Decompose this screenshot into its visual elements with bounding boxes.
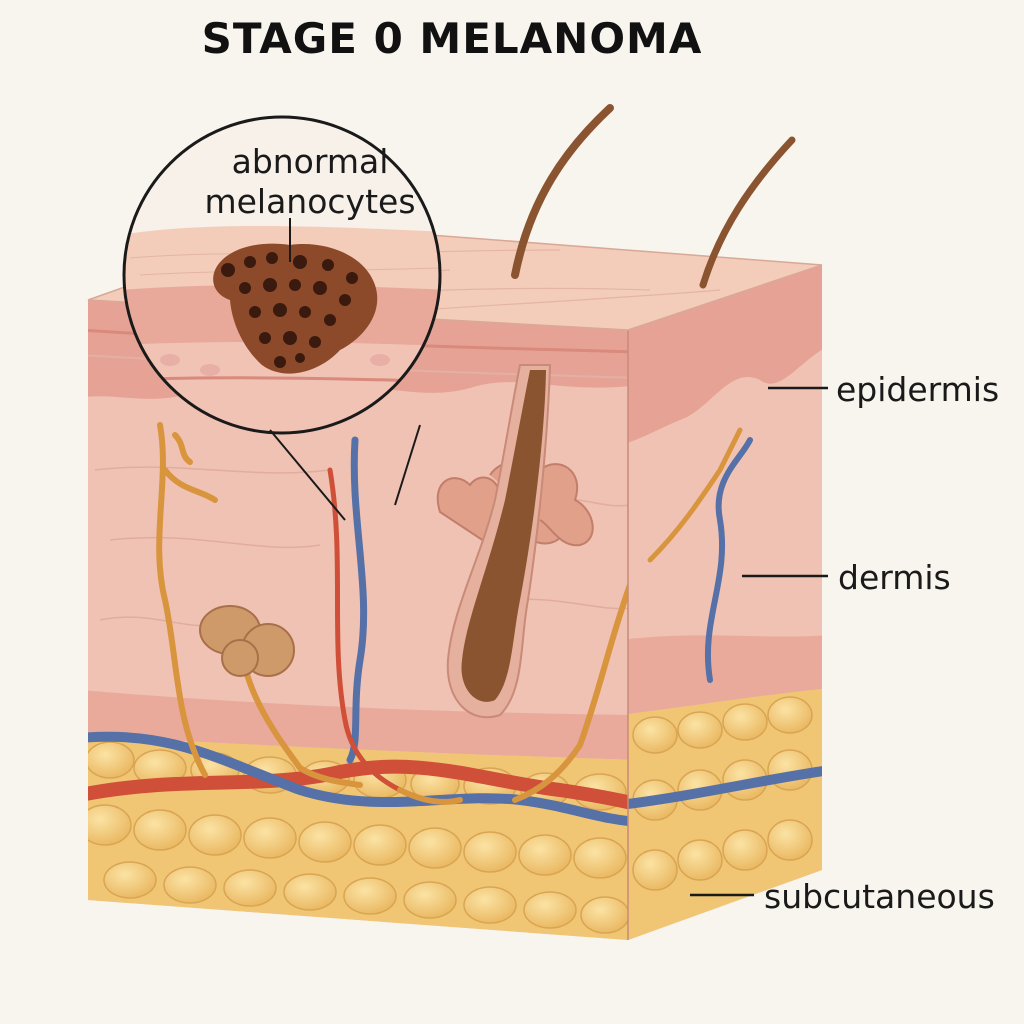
magnified-callout — [122, 115, 442, 521]
callout-label-line2: melanocytes — [204, 182, 416, 221]
dermis-label: dermis — [838, 558, 951, 597]
diagram-title: STAGE 0 MELANOMA — [201, 14, 703, 63]
side-face — [628, 265, 822, 940]
callout-label-line1: abnormal — [231, 142, 389, 181]
subcutaneous-label: subcutaneous — [764, 877, 995, 916]
sweat-gland — [199, 605, 295, 677]
callout-label: abnormal melanocytes — [150, 142, 470, 222]
abnormal-melanocytes-lesion — [213, 243, 378, 374]
hair-shafts — [511, 104, 796, 289]
epidermis-label: epidermis — [836, 370, 1000, 409]
hair-follicle — [436, 364, 594, 719]
